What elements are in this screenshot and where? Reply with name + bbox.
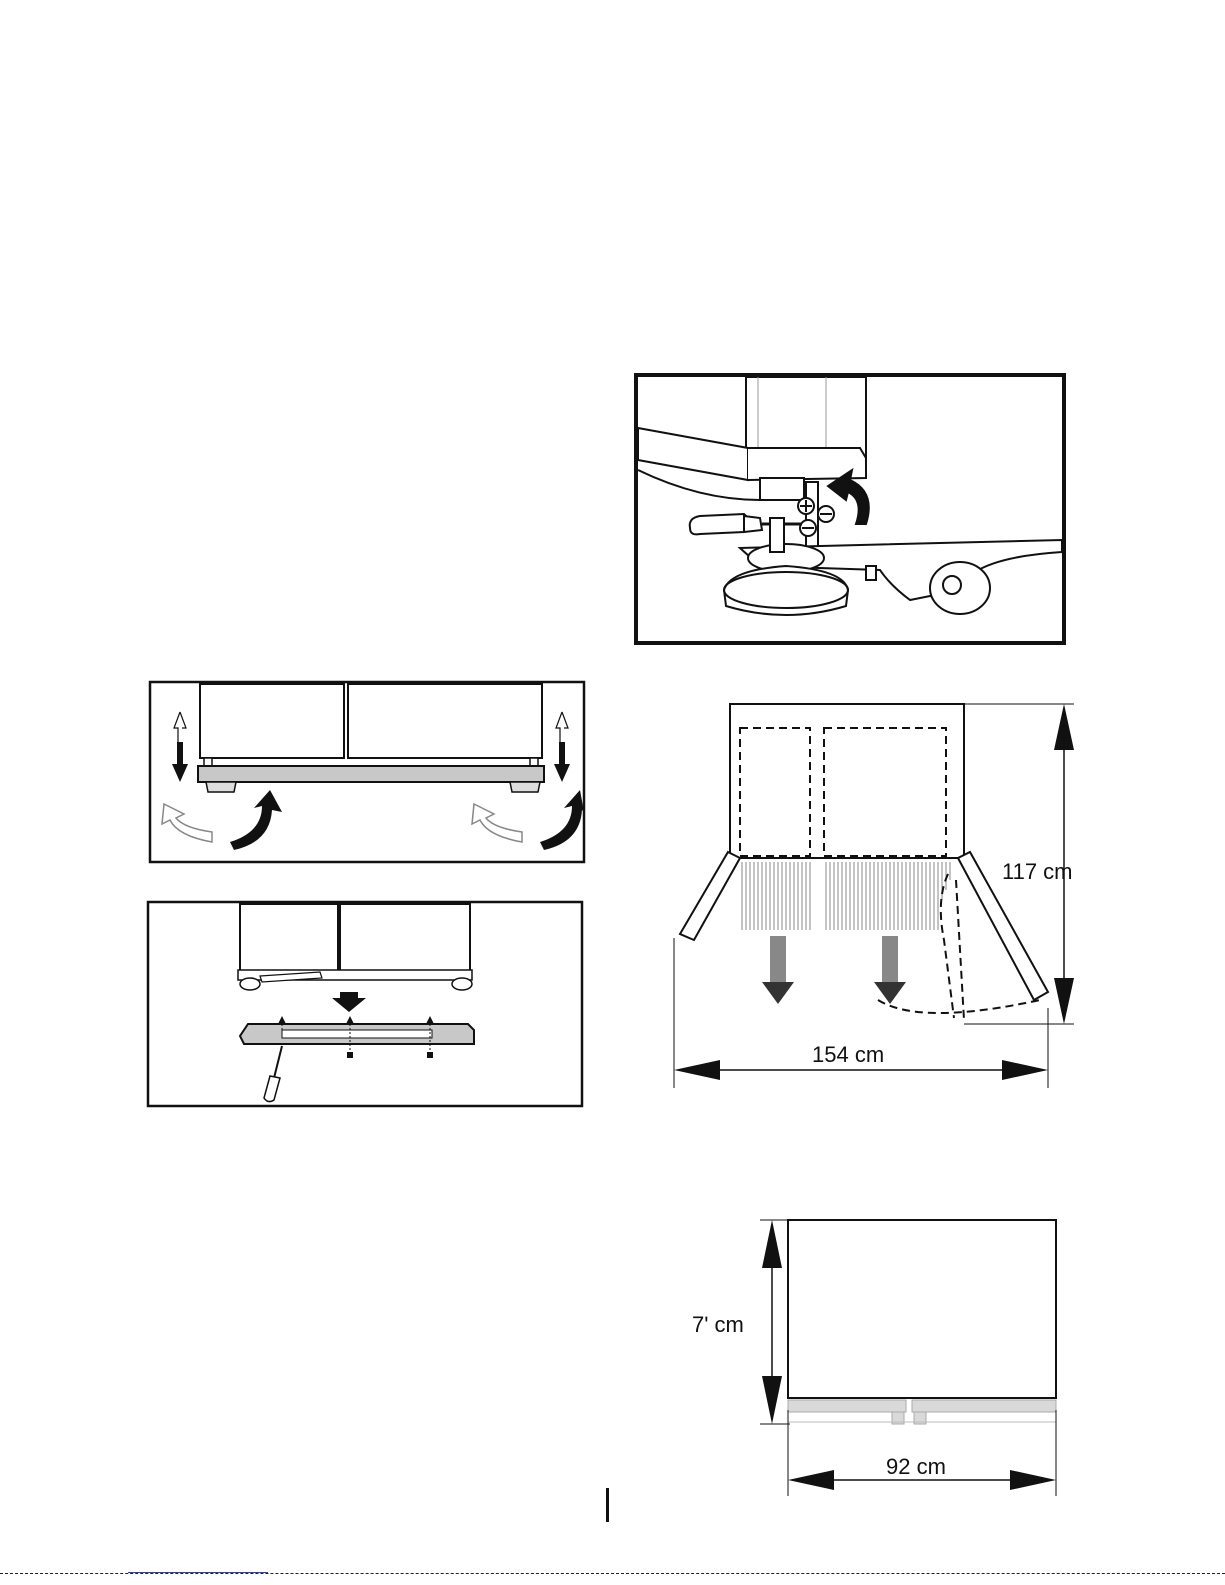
dimension-arrow-icon bbox=[762, 1376, 782, 1424]
page-marker bbox=[606, 1488, 609, 1522]
door-left bbox=[200, 684, 344, 758]
dimension-arrow-icon bbox=[1002, 1060, 1048, 1080]
dimension-arrow-icon bbox=[1010, 1470, 1056, 1490]
figure-door-clearance bbox=[674, 704, 1074, 1088]
footer-rule bbox=[0, 1573, 1225, 1575]
door-left bbox=[240, 904, 338, 974]
dimension-arrow-icon bbox=[788, 1470, 834, 1490]
dimension-arrow-icon bbox=[1054, 978, 1074, 1024]
down-arrow-icon bbox=[874, 936, 906, 1004]
base-plinth bbox=[198, 766, 544, 782]
dimension-arrow-icon bbox=[762, 1220, 782, 1268]
dimension-arrow-icon bbox=[1054, 704, 1074, 750]
figure-foot-adjustment bbox=[636, 375, 1064, 643]
width-dimension-label: 154 cm bbox=[812, 1042, 884, 1068]
front-width-dimension-label: 92 cm bbox=[886, 1454, 946, 1480]
figure-front-leveling bbox=[150, 682, 584, 862]
open-door-left bbox=[680, 852, 740, 940]
cabinet-front-view bbox=[788, 1220, 1056, 1398]
door-right bbox=[348, 684, 542, 758]
height-dimension-label: 7ʹ cm bbox=[692, 1312, 744, 1338]
footer-link-underline bbox=[128, 1572, 268, 1573]
dimension-arrow-icon bbox=[674, 1060, 720, 1080]
door-right bbox=[340, 904, 470, 974]
depth-dimension-label: 117 cm bbox=[1002, 859, 1073, 885]
down-arrow-icon bbox=[762, 936, 794, 1004]
figure-plinth-fixing bbox=[148, 902, 582, 1106]
